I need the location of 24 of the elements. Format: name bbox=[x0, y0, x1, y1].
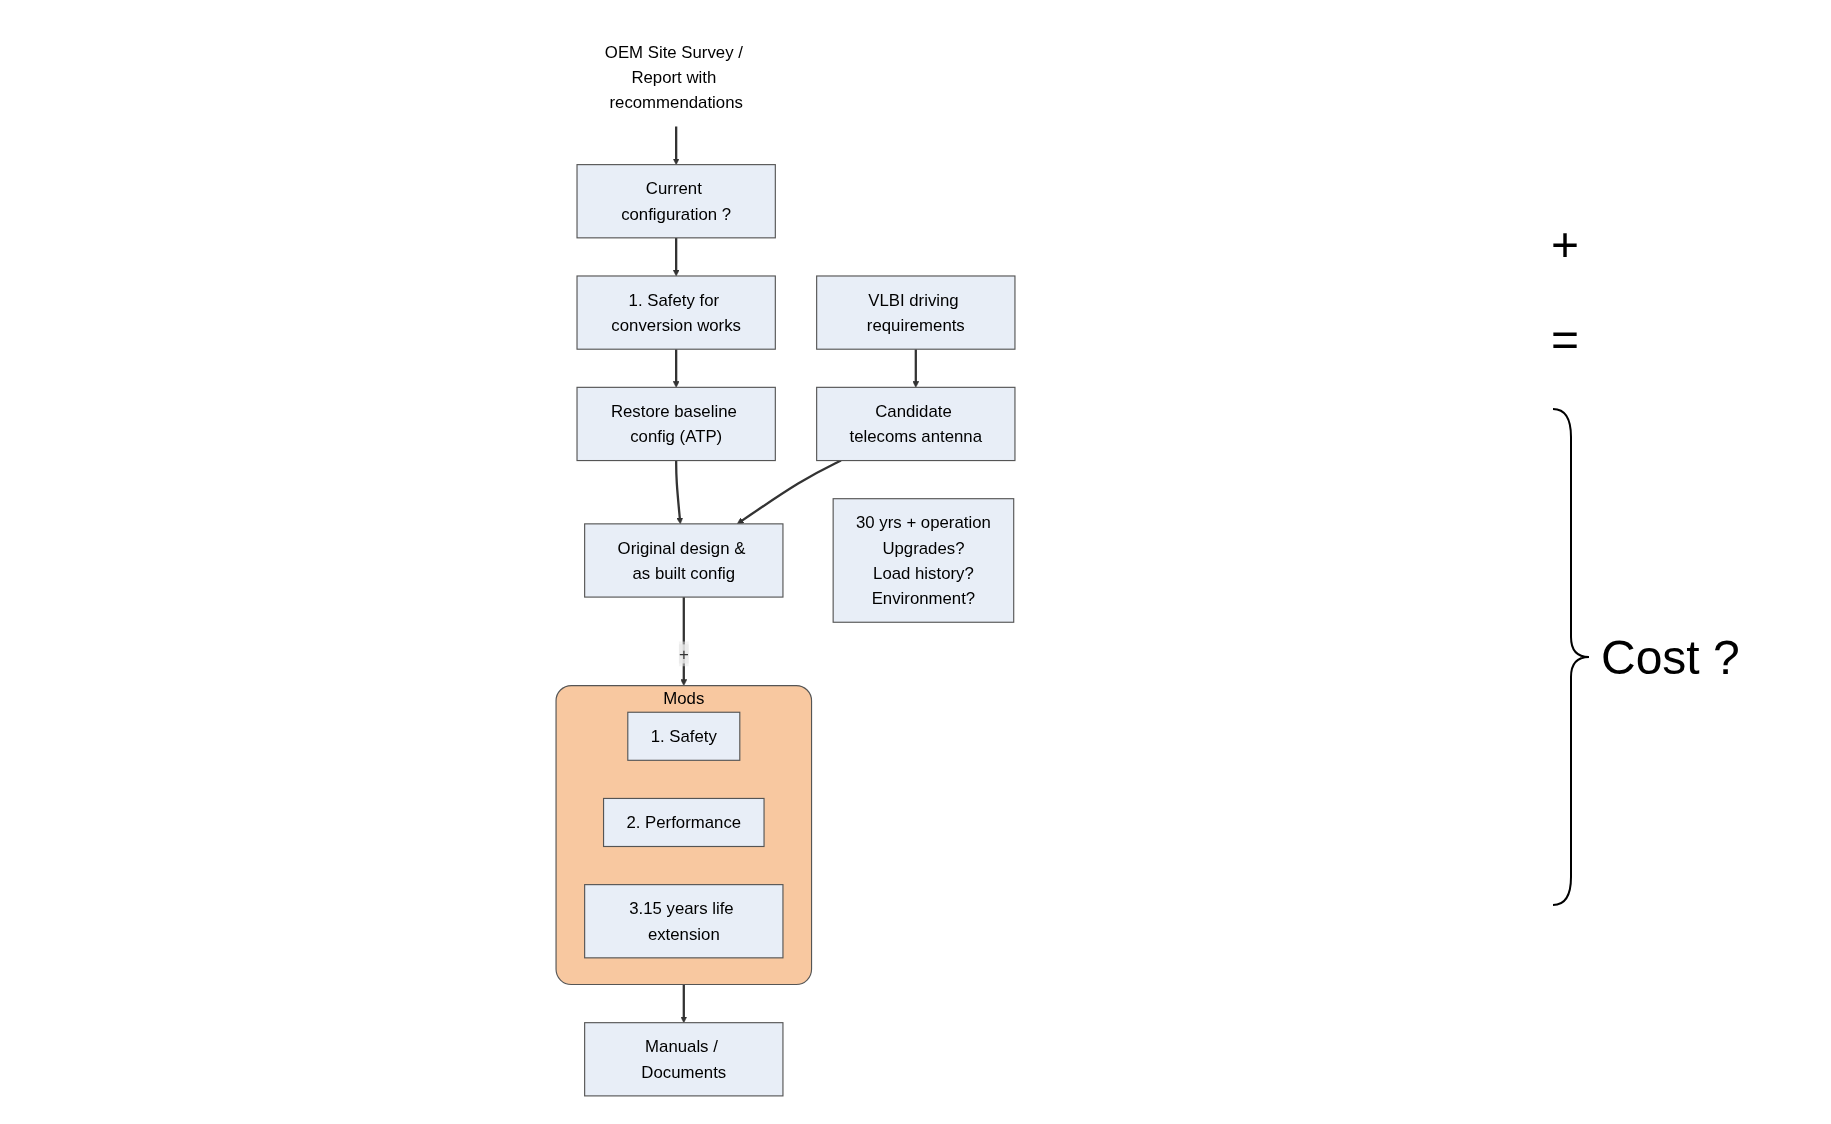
arrow bbox=[672, 237, 680, 277]
node-box bbox=[816, 275, 1016, 350]
cluster bbox=[555, 685, 813, 986]
node-box bbox=[627, 711, 741, 761]
arrow bbox=[672, 126, 680, 165]
node-box bbox=[576, 164, 776, 239]
arrow bbox=[672, 349, 680, 388]
arrow bbox=[737, 459, 842, 525]
node-box bbox=[576, 275, 776, 350]
note-text: + bbox=[1551, 218, 1580, 271]
arrow bbox=[680, 984, 688, 1023]
node-box bbox=[584, 523, 784, 598]
note-text: = bbox=[1551, 313, 1580, 366]
arrow bbox=[675, 460, 684, 525]
note-text: Cost ? bbox=[1601, 629, 1740, 685]
node-box bbox=[584, 884, 784, 959]
node-text: OEM Site Survey / Report with recommendations bbox=[604, 42, 743, 112]
node-box bbox=[816, 386, 1016, 462]
flowchart: + Mods 1. Safety 2. Performance 3.15 years life extension VLBI driving requirements Candidate telecoms antenna Original design & as built config 30 yrs + operation Upgrades? Load history? Environment? OEM Site Survey / Report with recommendations Current configuration ? 1. Safety for conversion works Restore baseline config (ATP) Manuals / Documents bbox=[20, 22, 1551, 1102]
node-box bbox=[832, 498, 1015, 623]
node-box bbox=[584, 1022, 784, 1097]
node-box bbox=[576, 386, 776, 462]
arrow bbox=[912, 349, 920, 388]
node-box bbox=[603, 797, 765, 848]
